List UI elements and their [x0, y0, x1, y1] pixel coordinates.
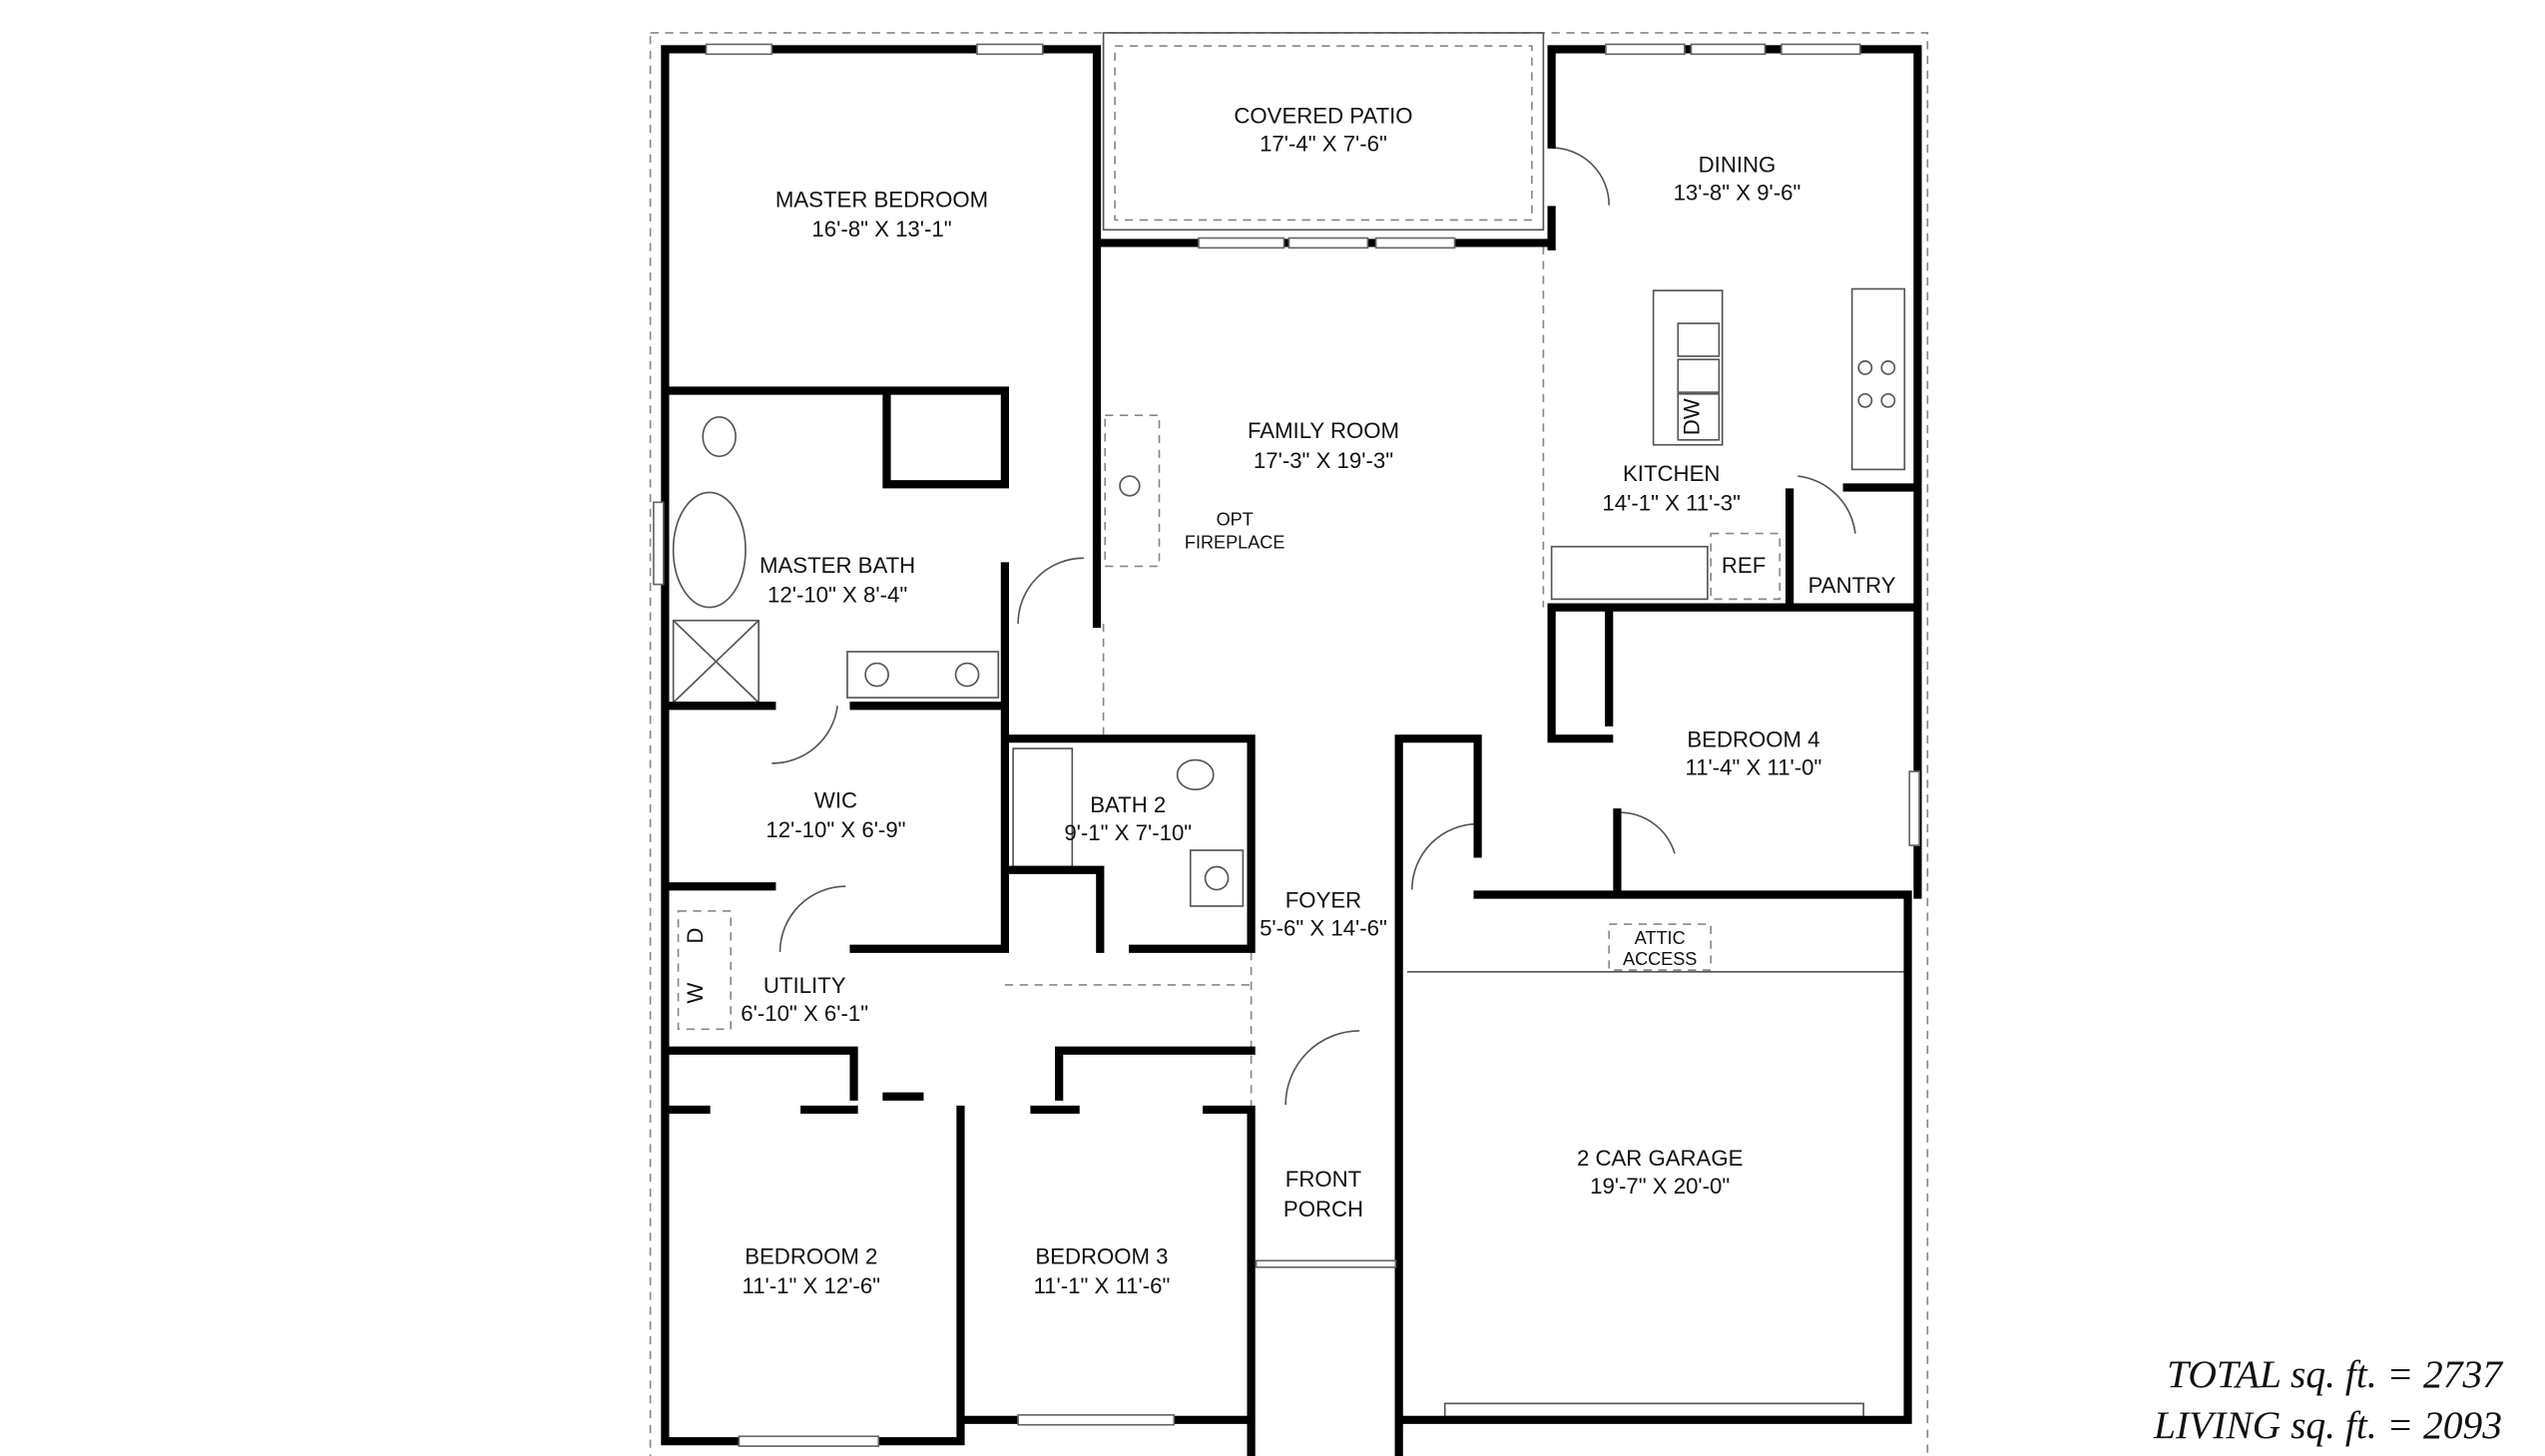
- attic-access: [1608, 923, 1713, 971]
- toilet-icon: [702, 415, 737, 458]
- total-sqft: TOTAL sq. ft. = 2737: [2167, 1352, 2504, 1396]
- window: [1605, 43, 1686, 56]
- garage-door: [1443, 1402, 1864, 1418]
- room-size-covered-patio: 17'-4" X 7'-6": [1260, 131, 1387, 156]
- window: [1198, 237, 1285, 249]
- room-name-master-bath: MASTER BATH: [760, 553, 915, 578]
- sink-icon: [1204, 865, 1230, 891]
- fireplace-icon: [1119, 475, 1141, 497]
- vanity-icon: [846, 651, 1000, 699]
- attic-label-2: ACCESS: [1623, 949, 1697, 969]
- stove-burner-icon: [1880, 392, 1896, 408]
- room-name-dining: DINING: [1699, 153, 1777, 178]
- sink-icon: [1677, 322, 1721, 357]
- sink-icon: [1677, 358, 1721, 393]
- room-name-kitchen: KITCHEN: [1623, 461, 1720, 486]
- window: [705, 43, 773, 56]
- living-sqft: LIVING sq. ft. = 2093: [2153, 1403, 2502, 1447]
- stove-burner-icon: [1880, 360, 1896, 375]
- bathtub-icon: [1012, 747, 1074, 868]
- kitchen-island: [1652, 289, 1724, 446]
- room-name-bath-2: BATH 2: [1090, 792, 1166, 817]
- pantry-label: PANTRY: [1808, 573, 1896, 598]
- room-size-family-room: 17'-3" X 19'-3": [1254, 448, 1393, 473]
- window: [1690, 43, 1767, 56]
- window: [1374, 237, 1456, 249]
- window: [738, 1435, 880, 1447]
- room-name-bedroom-4: BEDROOM 4: [1687, 727, 1819, 751]
- room-name-master-bedroom: MASTER BEDROOM: [775, 187, 988, 212]
- washer-dryer: [677, 910, 733, 1031]
- windows: [653, 43, 1920, 1447]
- window: [1781, 43, 1861, 56]
- room-name-foyer: FOYER: [1285, 888, 1361, 913]
- room-name-wic: WIC: [814, 787, 857, 812]
- washer-label: W: [683, 983, 708, 1004]
- shower-drain-icon: [673, 620, 760, 704]
- room-size-bedroom-2: 11'-1" X 12'-6": [743, 1273, 881, 1298]
- stove-burner-icon: [1857, 392, 1873, 408]
- dw-label: DW: [1680, 398, 1705, 435]
- toilet-icon: [1176, 758, 1215, 791]
- sink-icon: [954, 662, 980, 688]
- kitchen-lower-counter: [1550, 545, 1709, 601]
- door-swings: [771, 147, 1856, 1105]
- front-porch-label-1: FRONT: [1285, 1167, 1362, 1192]
- room-size-wic: 12'-10" X 6'-9": [765, 817, 905, 842]
- window: [653, 501, 665, 586]
- room-size-garage: 19'-7" X 20'-0": [1590, 1174, 1730, 1199]
- vanity-icon: [1189, 849, 1245, 907]
- room-name-family-room: FAMILY ROOM: [1248, 418, 1399, 443]
- window: [1017, 1414, 1176, 1426]
- attic-label-1: ATTIC: [1635, 928, 1686, 948]
- stove-burner-icon: [1857, 360, 1873, 375]
- room-size-dining: 13'-8" X 9'-6": [1674, 181, 1801, 206]
- room-name-utility: UTILITY: [764, 973, 846, 998]
- walls: [661, 45, 1922, 1456]
- room-size-kitchen: 14'-1" X 11'-3": [1602, 491, 1741, 516]
- room-size-bedroom-3: 11'-1" X 11'-6": [1033, 1273, 1170, 1298]
- window: [976, 43, 1044, 56]
- ref-label: REF: [1722, 553, 1766, 578]
- room-size-bedroom-4: 11'-4" X 11'-0": [1686, 754, 1822, 779]
- kitchen-counter: [1850, 287, 1906, 471]
- room-size-master-bedroom: 16'-8" X 13'-1": [811, 217, 951, 242]
- window: [1908, 770, 1920, 846]
- room-size-utility: 6'-10" X 6'-1": [741, 1001, 868, 1026]
- window: [1255, 1259, 1397, 1268]
- opt-label: OPT: [1217, 509, 1254, 529]
- front-porch-label-2: PORCH: [1283, 1197, 1363, 1221]
- window: [1287, 237, 1369, 249]
- patio-inner: [1114, 45, 1533, 222]
- room-name-garage: 2 CAR GARAGE: [1577, 1146, 1743, 1171]
- room-size-foyer: 5'-6" X 14'-6": [1260, 916, 1387, 941]
- fireplace-label: FIREPLACE: [1185, 532, 1284, 552]
- fireplace: [1104, 414, 1161, 568]
- room-name-bedroom-3: BEDROOM 3: [1035, 1244, 1168, 1269]
- room-size-bath-2: 9'-1" X 7'-10": [1064, 820, 1192, 845]
- dishwasher: [1677, 392, 1721, 441]
- openings: [1004, 245, 1545, 1110]
- sink-icon: [864, 662, 889, 688]
- patio-outline: [1102, 32, 1545, 232]
- bathtub-icon: [672, 491, 747, 609]
- room-name-bedroom-2: BEDROOM 2: [745, 1244, 877, 1269]
- dryer-label: D: [683, 928, 708, 944]
- room-name-covered-patio: COVERED PATIO: [1234, 103, 1412, 128]
- refrigerator: [1710, 532, 1782, 601]
- room-size-master-bath: 12'-10" X 8'-4": [767, 583, 907, 608]
